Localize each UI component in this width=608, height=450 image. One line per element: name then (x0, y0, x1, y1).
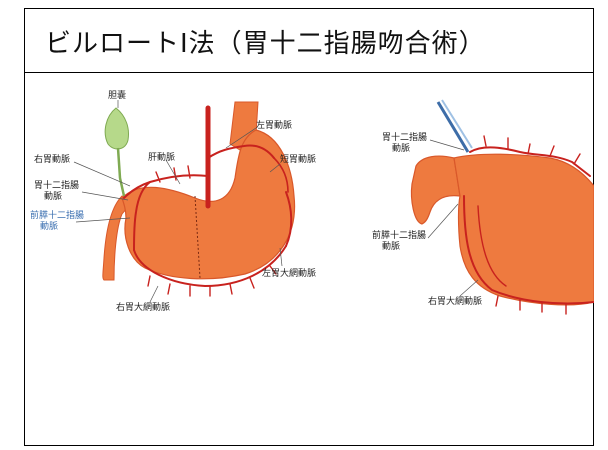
label-anterior-pancreaticoduodenal-artery-post: 前膵十二指腸動脈 (372, 229, 426, 252)
label-short-gastric-artery: 短胃動脈 (280, 153, 316, 165)
gallbladder-shape (105, 108, 128, 149)
title-bar: ビルロートI法（胃十二指腸吻合術） (25, 9, 593, 73)
label-gallbladder: 胆嚢 (108, 89, 126, 101)
label-anterior-pancreaticoduodenal-artery: 前膵十二指腸動脈 (30, 209, 84, 232)
label-gastroduodenal-artery-post: 胃十二指腸動脈 (382, 131, 427, 154)
label-hepatic-artery: 肝動脈 (148, 151, 175, 163)
label-left-gastroepiploic-artery: 左胃大網動脈 (262, 267, 316, 279)
label-right-gastric-artery: 右胃動脈 (34, 153, 70, 165)
label-gastroduodenal-artery: 胃十二指腸動脈 (34, 179, 79, 202)
duodenum-anastomosis (411, 156, 460, 224)
slide-title: ビルロートI法（胃十二指腸吻合術） (45, 23, 486, 60)
billroth-pre-op-diagram: 胆嚢 右胃動脈 肝動脈 左胃動脈 短胃動脈 胃十二指腸動脈 前膵十二指腸動脈 左… (30, 88, 340, 328)
label-left-gastric-artery: 左胃動脈 (256, 119, 292, 131)
label-right-gastroepiploic-artery-post: 右胃大網動脈 (428, 295, 482, 307)
cystic-duct (118, 148, 124, 196)
billroth-post-op-diagram: 胃十二指腸動脈 前膵十二指腸動脈 右胃大網動脈 (360, 96, 594, 316)
label-right-gastroepiploic-artery: 右胃大網動脈 (116, 301, 170, 313)
